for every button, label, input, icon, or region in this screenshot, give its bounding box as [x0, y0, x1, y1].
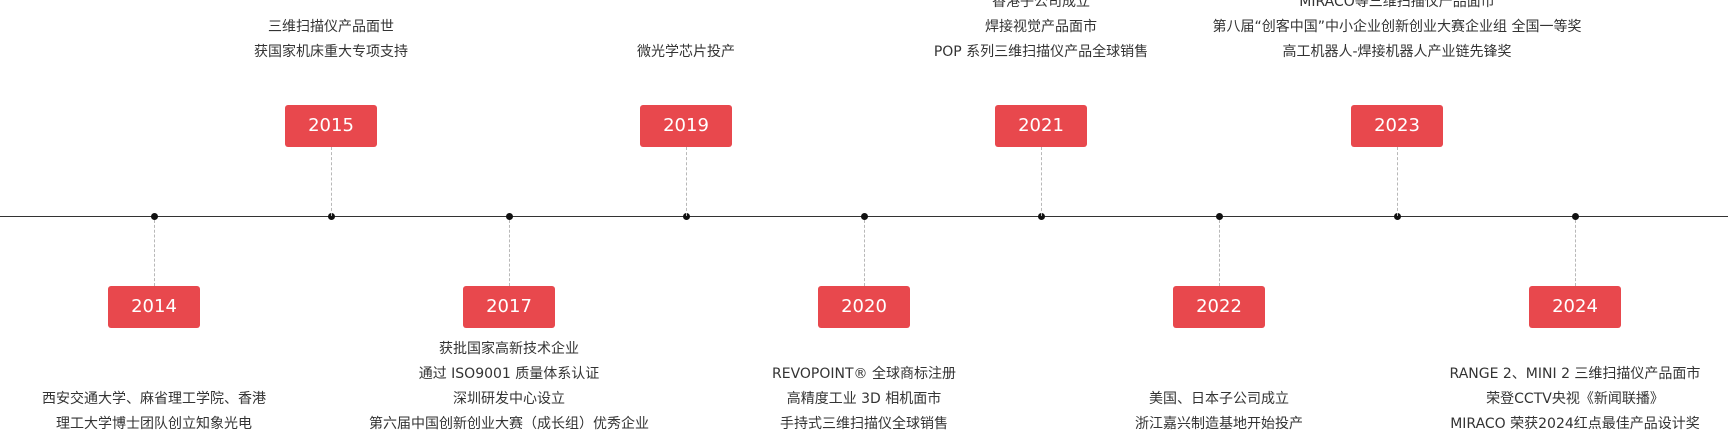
caption-line: 高工机器人-焊接机器人产业链先锋奖 — [1282, 44, 1512, 60]
connector-line — [864, 220, 865, 286]
timeline-dot — [505, 213, 513, 220]
caption-line: 西安交通大学、麻省理工学院、香港 — [42, 391, 266, 407]
caption-line: 第八届“创客中国”中小企业创新创业大赛企业组 全国一等奖 — [1212, 19, 1582, 35]
connector-line — [509, 220, 510, 286]
milestone-caption: 美国、日本子公司成立浙江嘉兴制造基地开始投产 — [979, 387, 1459, 437]
caption-line: 荣登CCTV央视《新闻联播》 — [1486, 391, 1664, 407]
timeline-dot — [150, 213, 158, 220]
caption-line: 获批国家高新技术企业 — [439, 341, 579, 357]
timeline-dot — [327, 213, 335, 220]
timeline-dot — [1393, 213, 1401, 220]
caption-line: 高精度工业 3D 相机面市 — [786, 391, 942, 407]
year-badge: 2022 — [1173, 286, 1265, 328]
timeline-dot — [1037, 213, 1045, 220]
year-badge: 2021 — [995, 105, 1087, 147]
connector-line — [1397, 147, 1398, 216]
timeline-dot — [860, 213, 868, 220]
caption-line: 香港子公司成立 — [992, 0, 1090, 10]
caption-line: REVOPOINT® 全球商标注册 — [772, 366, 956, 382]
milestone-caption: 微光学芯片投产 — [446, 40, 926, 65]
caption-line: 焊接视觉产品面市 — [985, 19, 1097, 35]
year-badge: 2019 — [640, 105, 732, 147]
caption-line: MIRACO等三维扫描仪产品面市 — [1299, 0, 1495, 10]
caption-line: 美国、日本子公司成立 — [1149, 391, 1289, 407]
milestone-caption: 三维扫描仪产品面世获国家机床重大专项支持 — [91, 15, 571, 65]
caption-line: 获国家机床重大专项支持 — [254, 44, 408, 60]
milestone-caption: RANGE 2、MINI 2 三维扫描仪产品面市荣登CCTV央视《新闻联播》 MI… — [1335, 362, 1728, 437]
connector-line — [331, 147, 332, 216]
timeline-dot — [1571, 213, 1579, 220]
caption-line: 手持式三维扫描仪全球销售 — [780, 416, 948, 432]
year-badge: 2023 — [1351, 105, 1443, 147]
caption-line: 深圳研发中心设立 — [453, 391, 565, 407]
milestone-caption: 西安交通大学、麻省理工学院、香港理工大学博士团队创立知象光电 — [0, 387, 394, 437]
caption-line: RANGE 2、MINI 2 三维扫描仪产品面市 — [1449, 366, 1701, 382]
timeline-dot — [1215, 213, 1223, 220]
connector-line — [154, 220, 155, 286]
caption-line: POP 系列三维扫描仪产品全球销售 — [933, 44, 1149, 60]
year-badge: 2017 — [463, 286, 555, 328]
year-badge: 2024 — [1529, 286, 1621, 328]
caption-line: 理工大学博士团队创立知象光电 — [56, 416, 252, 432]
milestone-caption: MIRACO等三维扫描仪产品面市第八届“创客中国”中小企业创新创业大赛企业组 全… — [1157, 0, 1637, 65]
milestone-caption: 获批国家高新技术企业通过 ISO9001 质量体系认证深圳研发中心设立第六届中国… — [269, 337, 749, 437]
connector-line — [1575, 220, 1576, 286]
connector-line — [686, 147, 687, 216]
milestone-caption: REVOPOINT® 全球商标注册高精度工业 3D 相机面市手持式三维扫描仪全球… — [624, 362, 1104, 437]
milestone-caption: 香港子公司成立焊接视觉产品面市 POP 系列三维扫描仪产品全球销售 — [801, 0, 1281, 65]
connector-line — [1219, 220, 1220, 286]
caption-line: 微光学芯片投产 — [637, 44, 735, 60]
connector-line — [1041, 147, 1042, 216]
year-badge: 2020 — [818, 286, 910, 328]
timeline-dot — [682, 213, 690, 220]
caption-line: 通过 ISO9001 质量体系认证 — [418, 366, 600, 382]
caption-line: 第六届中国创新创业大赛（成长组）优秀企业 — [369, 416, 649, 432]
caption-line: 三维扫描仪产品面世 — [268, 19, 394, 35]
caption-line: 浙江嘉兴制造基地开始投产 — [1135, 416, 1303, 432]
caption-line: MIRACO 荣获2024红点最佳产品设计奖 — [1450, 416, 1700, 432]
year-badge: 2014 — [108, 286, 200, 328]
year-badge: 2015 — [285, 105, 377, 147]
